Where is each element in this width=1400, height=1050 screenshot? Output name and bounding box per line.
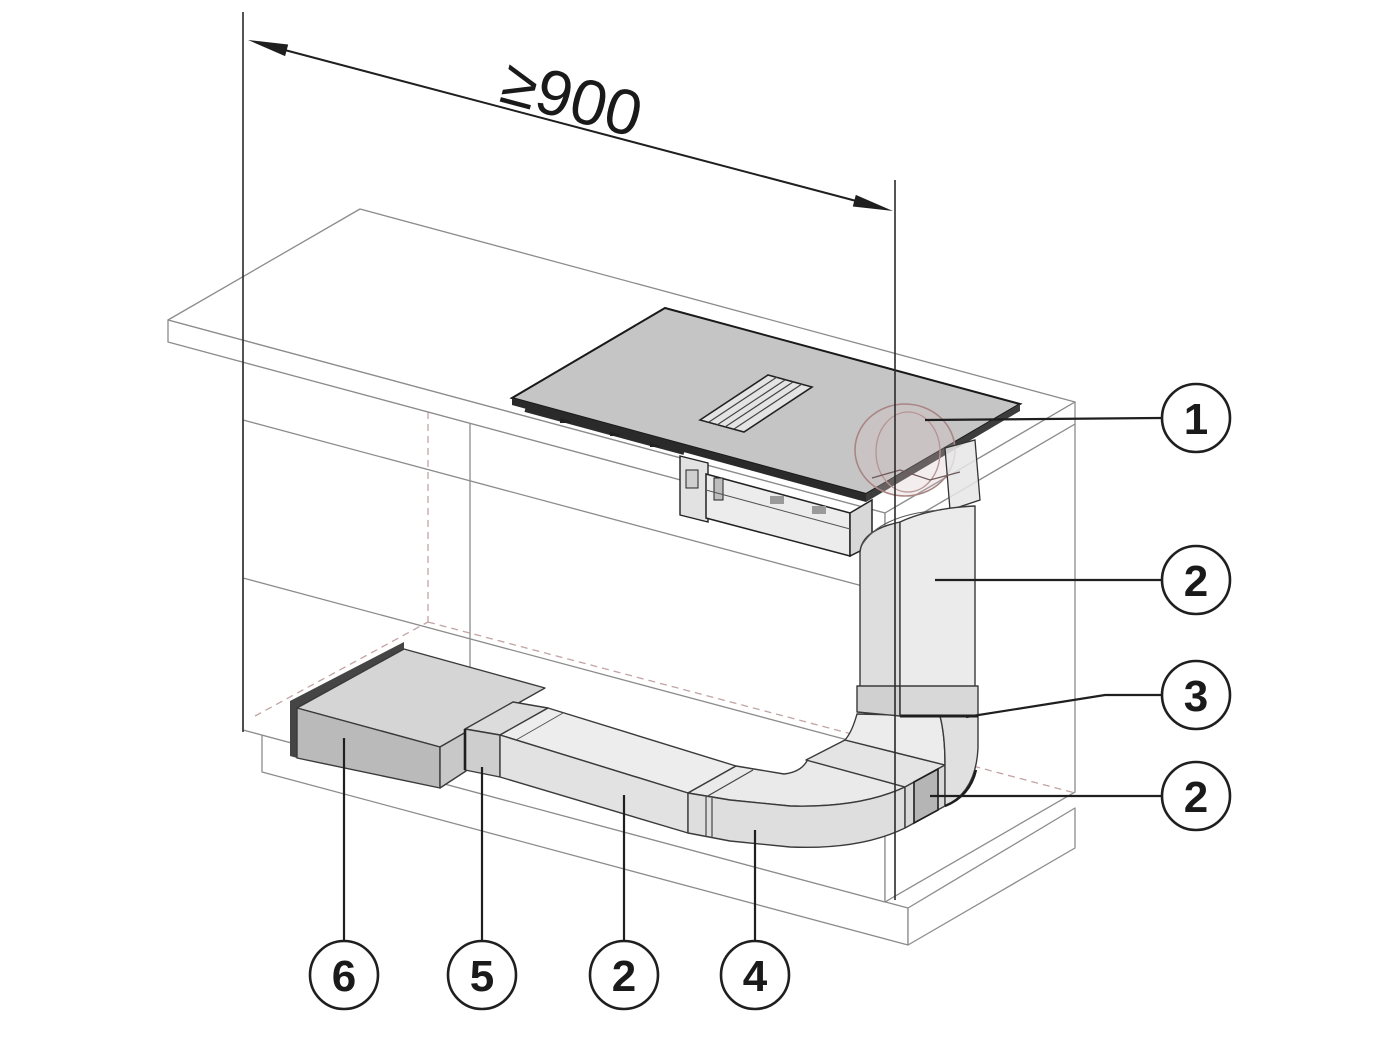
callout-2-horizontal-duct-circle: [588, 939, 660, 1011]
wall-box-side: [439, 731, 467, 789]
hob: [509, 306, 1023, 502]
callout-4-number: 4: [743, 952, 768, 1001]
fan-connector: [685, 469, 699, 489]
dimension-arrow-left: [248, 40, 289, 57]
callout-4: 4: [719, 830, 791, 1011]
downdraft-vent: [698, 374, 814, 433]
wall-box-flange: [290, 642, 404, 758]
elbow-end-ring: [944, 769, 978, 808]
fan-connector: [713, 477, 724, 501]
duct-connector: [463, 701, 549, 778]
flat-duct-horizontal: [499, 707, 737, 834]
dimension-arrow-right: [852, 194, 893, 211]
callout-2-short-duct-circle: [1160, 760, 1232, 832]
callout-2-vertical-duct: 2: [935, 544, 1232, 616]
callout-2-vertical-duct-circle: [1160, 544, 1232, 616]
adapter-bracket-detail: [871, 469, 961, 481]
callout-1-leader: [924, 416, 1163, 422]
callout-2-horizontal-duct: 2: [588, 795, 660, 1011]
fan-label-plate: [812, 506, 826, 514]
callout-6-circle: [308, 939, 380, 1011]
callout-5: 5: [446, 767, 518, 1011]
frame-clip: [560, 418, 570, 423]
fan-bracket-left: [679, 455, 709, 523]
callout-6: 6: [308, 738, 380, 1011]
callout-3-circle: [1160, 659, 1232, 731]
vent-slat: [724, 381, 794, 428]
collar-front: [899, 685, 979, 717]
callout-2-vertical-duct-number: 2: [1184, 557, 1208, 606]
callout-1-circle: [1160, 382, 1232, 454]
callout-6-number: 6: [332, 952, 356, 1001]
dimension-line: [261, 43, 880, 208]
flat-duct-seam: [515, 712, 564, 741]
round-adapter: [854, 403, 981, 511]
frame-clip: [610, 431, 620, 436]
vertical-duct-front: [899, 505, 976, 689]
callout-5-circle: [446, 939, 518, 1011]
callout-2-short-duct-number: 2: [1184, 773, 1208, 822]
callout-4-circle: [719, 939, 791, 1011]
callout-3: 3: [965, 659, 1232, 731]
flat-duct-vertical: [859, 505, 976, 689]
duct-collar: [856, 685, 979, 718]
callout-2-horizontal-duct-number: 2: [612, 952, 636, 1001]
vertical-duct-top-curve: [861, 509, 941, 546]
callout-3-number: 3: [1184, 672, 1208, 721]
callout-3-leader: [965, 693, 1162, 719]
hidden-edge-floor-left: [254, 621, 429, 717]
fan-housing-seam: [705, 489, 851, 530]
callout-5-number: 5: [470, 952, 494, 1001]
vent-slat: [733, 383, 803, 430]
short-duct-band: [913, 767, 939, 825]
frame-clip: [650, 442, 660, 447]
hob-side-edge: [866, 404, 1020, 502]
callout-1-number: 1: [1184, 395, 1208, 444]
drawer-line-lower: [242, 577, 886, 751]
adapter-bracket: [944, 439, 981, 511]
callout-2-short-duct: 2: [930, 760, 1232, 832]
vent-slat: [708, 376, 778, 423]
callout-1: 1: [924, 382, 1232, 454]
vertical-duct-side: [859, 521, 901, 689]
fan-label-plate: [770, 496, 784, 504]
plinth-side: [907, 807, 1076, 946]
flat-bend: [687, 758, 906, 849]
drawer-line-upper: [242, 419, 886, 593]
flat-bend-joint: [705, 769, 754, 798]
collar-side: [856, 685, 901, 717]
vent-slat: [716, 379, 786, 426]
hob-front-edge: [512, 398, 866, 502]
adapter-inner-ring: [875, 411, 941, 493]
